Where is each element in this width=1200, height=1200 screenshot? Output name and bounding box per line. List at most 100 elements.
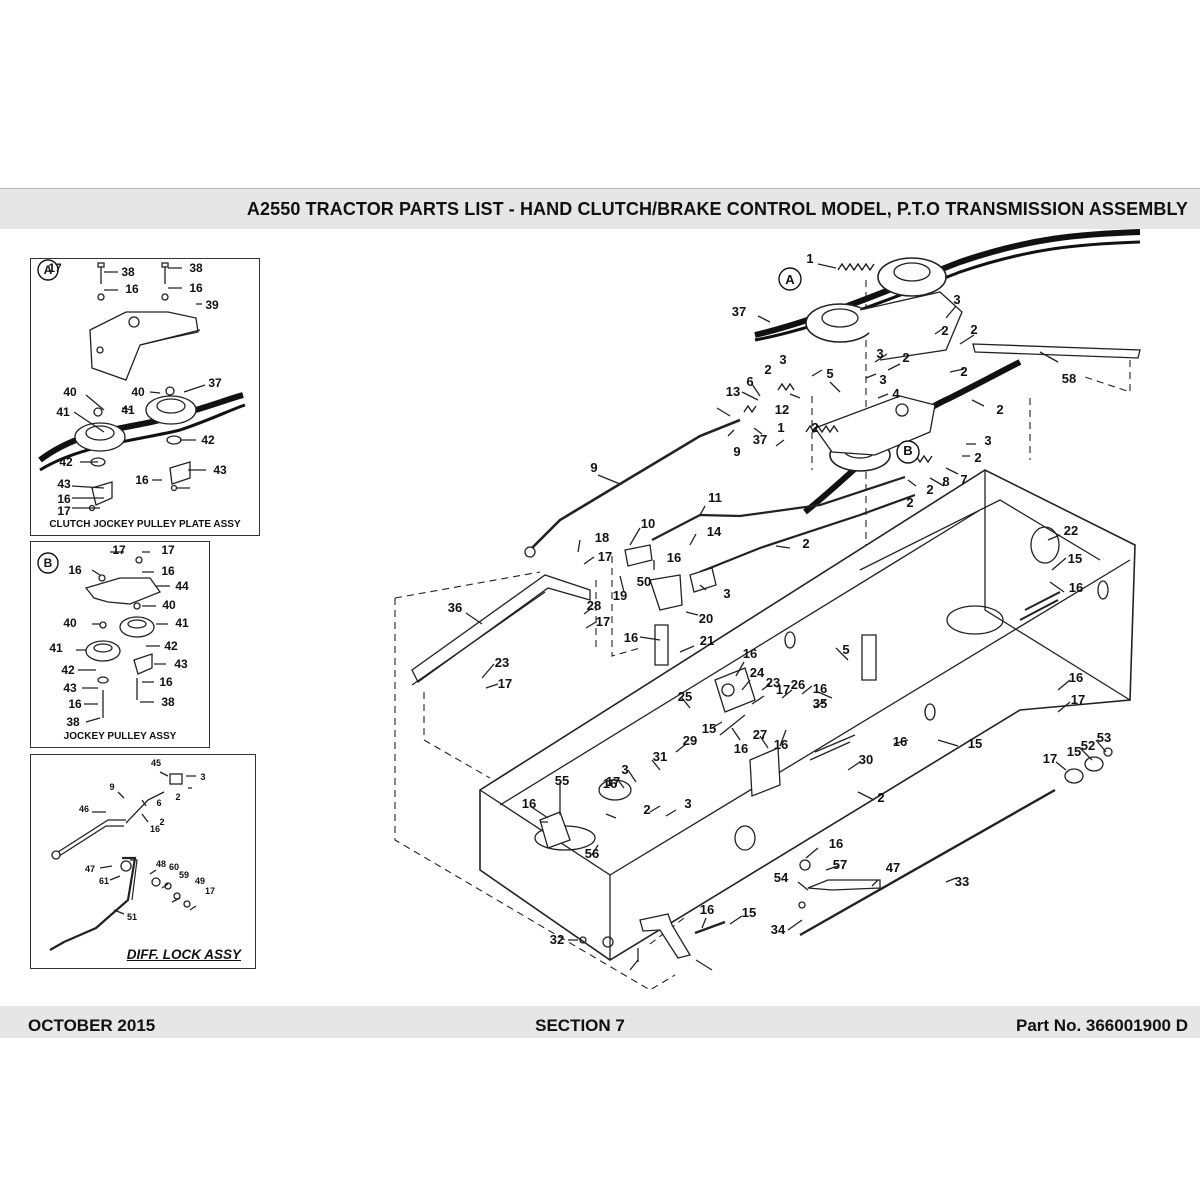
callout-main-17: 2: [996, 402, 1003, 417]
callout-main-75: 2: [643, 802, 650, 817]
callout-main-19: 12: [775, 402, 789, 417]
callout-main-49: 21: [700, 633, 714, 648]
callout-main-5: 2: [941, 323, 948, 338]
callout-inset-b-9: 42: [164, 639, 178, 653]
callout-main-35: 17: [598, 549, 612, 564]
callout-inset-a-13: 43: [213, 463, 227, 477]
callout-main-8: 3: [876, 346, 883, 361]
callout-inset-diff-11: 61: [99, 876, 109, 886]
callout-inset-diff-4: 46: [79, 804, 89, 814]
callout-main-63: 29: [683, 733, 697, 748]
callout-inset-diff-6: 2: [159, 817, 164, 827]
callout-main-70: 30: [859, 752, 873, 767]
inset-a-letter: A: [44, 263, 53, 277]
callout-inset-b-13: 16: [159, 675, 173, 689]
callout-main-52: 16: [743, 646, 757, 661]
callout-inset-b-3: 16: [161, 564, 175, 578]
callout-main-28: 8: [942, 474, 949, 489]
inset-b-caption: JOCKEY PULLEY ASSY: [63, 731, 177, 742]
callout-main-86: 57: [833, 857, 847, 872]
callout-inset-a-11: 42: [59, 455, 73, 469]
callout-main-46: 28: [587, 598, 601, 613]
callout-main-27: 7: [960, 472, 967, 487]
callout-main-15: 5: [826, 366, 833, 381]
callout-inset-a-3: 16: [189, 281, 203, 295]
callout-circle-a-inset: [37, 259, 59, 281]
callout-inset-b-6: 40: [63, 616, 77, 630]
callout-inset-a-12: 16: [135, 473, 149, 487]
callout-main-39: 19: [613, 588, 627, 603]
callout-inset-diff-14: 17: [205, 886, 215, 896]
callout-inset-diff-5: 6: [156, 798, 161, 808]
callout-main-78: 52: [1081, 738, 1095, 753]
callout-main-72: 31: [653, 749, 667, 764]
callout-inset-diff-2: 9: [109, 782, 114, 792]
callout-main-7: 2: [960, 364, 967, 379]
footer-date: OCTOBER 2015: [28, 1016, 156, 1035]
callout-main-38: 2: [802, 536, 809, 551]
callout-main-33: 14: [707, 524, 722, 539]
callout-main-61: 16: [774, 737, 788, 752]
callout-main-25: 2: [974, 450, 981, 465]
callout-main-76: 16: [603, 776, 617, 791]
callout-main-89: 33: [955, 874, 969, 889]
callout-main-59: 25: [678, 689, 692, 704]
callout-main-50: 23: [495, 655, 509, 670]
callout-inset-a-5: 37: [208, 376, 222, 390]
callout-circle-b-main: [896, 440, 920, 464]
callout-main-45: 36: [448, 600, 462, 615]
inset-jockey-pulley: JOCKEY PULLEY ASSY: [30, 541, 210, 748]
callout-main-88: 47: [886, 860, 900, 875]
callout-main-67: 15: [968, 736, 982, 751]
callout-main-0: 1: [806, 251, 813, 266]
callout-main-43: 15: [1068, 551, 1082, 566]
callout-circle-a-main: [778, 267, 802, 291]
footer-band: OCTOBER 2015 SECTION 7 Part No. 36600190…: [0, 1006, 1200, 1038]
callout-inset-diff-0: 45: [151, 758, 161, 768]
footer-section: SECTION 7: [535, 1016, 625, 1035]
callout-inset-b-12: 43: [63, 681, 77, 695]
callout-main-13: 6: [746, 374, 753, 389]
callout-main-34: 18: [595, 530, 609, 545]
callout-main-12: 13: [726, 384, 740, 399]
callout-main-16: 4: [892, 386, 900, 401]
callout-main-9: 58: [1062, 371, 1076, 386]
callout-inset-a-7: 40: [131, 385, 145, 399]
callout-main-65: 27: [753, 727, 767, 742]
callout-main-80: 15: [1067, 744, 1081, 759]
callout-main-79: 53: [1097, 730, 1111, 745]
callout-main-47: 17: [596, 614, 610, 629]
callout-main-23: B: [903, 443, 912, 458]
callout-main-84: 56: [585, 846, 599, 861]
callout-main-62: 35: [813, 696, 827, 711]
callout-main-18: 37: [753, 432, 767, 447]
callout-main-11: 3: [879, 372, 886, 387]
callout-main-81: 17: [1043, 751, 1057, 766]
callout-main-53: 24: [750, 665, 765, 680]
callout-inset-a-17: 17: [48, 261, 62, 275]
callout-inset-a-15: 16: [57, 492, 71, 506]
callout-inset-a-16: 17: [57, 504, 71, 518]
callout-main-57: 16: [813, 681, 827, 696]
callout-main-51: 17: [498, 676, 512, 691]
callout-main-14: 2: [764, 362, 771, 377]
callout-main-41: 20: [699, 611, 713, 626]
callout-inset-b-14: 16: [68, 697, 82, 711]
inset-b-letter: B: [44, 556, 53, 570]
inset-a-caption: CLUTCH JOCKEY PULLEY PLATE ASSY: [49, 519, 241, 530]
callout-inset-a-1: 16: [125, 282, 139, 296]
callout-inset-diff-9: 48: [156, 859, 166, 869]
callout-inset-diff-13: 49: [195, 876, 205, 886]
callout-main-40: 3: [723, 586, 730, 601]
callout-main-71: 2: [877, 790, 884, 805]
callout-main-66: 16: [893, 734, 907, 749]
callout-inset-b-10: 42: [61, 663, 75, 677]
callout-inset-diff-15: 51: [127, 912, 137, 922]
callout-inset-b-2: 16: [68, 563, 82, 577]
callout-main-3: 37: [732, 304, 746, 319]
callout-inset-a-4: 39: [205, 298, 219, 312]
callout-main-68: 16: [1069, 670, 1083, 685]
callout-main-93: 32: [550, 932, 564, 947]
callout-main-24: 3: [984, 433, 991, 448]
